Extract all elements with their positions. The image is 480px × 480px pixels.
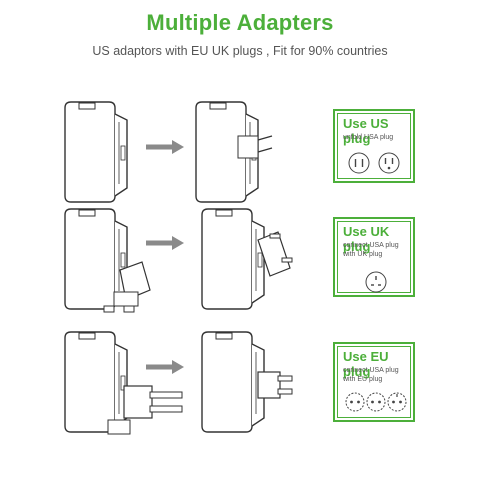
- adapter-uk-plug: [201, 208, 293, 310]
- page-title: Multiple Adapters: [146, 10, 334, 35]
- arrow-right-icon: [146, 360, 184, 374]
- uk-plug-title: Use UK plug: [343, 224, 390, 254]
- adapter-eu-plug: [201, 331, 293, 433]
- eu-socket-icon: [345, 392, 407, 412]
- eu-plug-title: Use EU plug: [343, 349, 389, 379]
- adapter-with-uk-plug-1: [64, 208, 151, 313]
- adapter-with-eu-plug-1: [64, 331, 183, 435]
- uk-plug-card: Use UK plug connect USA plug with UK plu…: [333, 217, 415, 297]
- uk-plug-desc: connect USA plug with UK plug: [343, 242, 399, 258]
- adapter-folded-1: [64, 101, 128, 203]
- adapter-us-plug: [195, 101, 273, 203]
- eu-plug-desc: connect USA plug with EU plug: [343, 367, 399, 383]
- eu-plug-card: Use EU plug connect USA plug with EU plu…: [333, 342, 415, 422]
- us-plug-desc: unfold USA plug: [343, 134, 394, 141]
- arrow-right-icon: [146, 236, 184, 250]
- arrow-right-icon: [146, 140, 184, 154]
- us-plug-card: Use US plug unfold USA plug: [333, 109, 415, 183]
- us-plug-title: Use US plug: [343, 116, 389, 146]
- page-subtitle: US adaptors with EU UK plugs , Fit for 9…: [92, 44, 388, 58]
- uk-socket-icon: [365, 271, 387, 293]
- us-socket-icon: [348, 152, 400, 174]
